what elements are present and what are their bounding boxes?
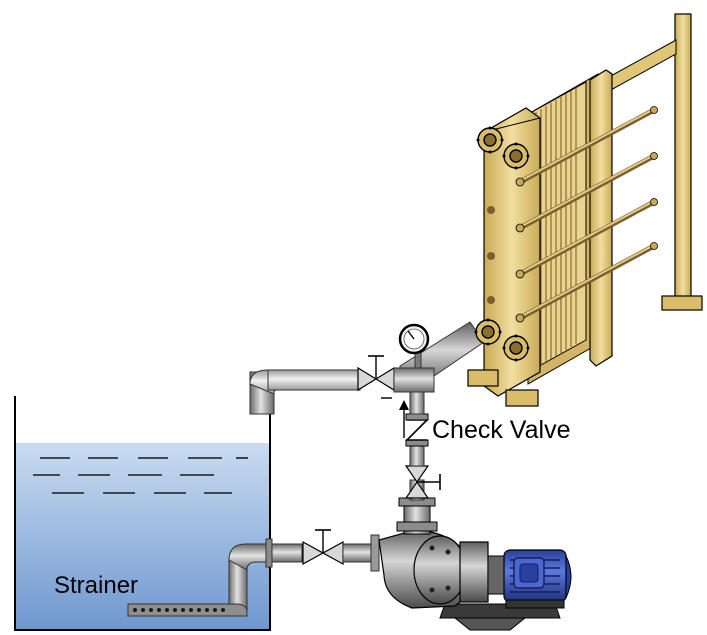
tank-water: [15, 443, 270, 630]
tee-fitting: [393, 321, 485, 393]
tank: [14, 396, 271, 631]
gate-valve-icon: [357, 355, 395, 392]
strainer-icon: [127, 603, 248, 617]
suction-line: [127, 529, 380, 617]
discharge-riser: [381, 391, 441, 501]
gate-valve-icon: [302, 529, 344, 566]
check-valve-icon: [405, 413, 429, 447]
gate-valve-icon: [404, 465, 441, 499]
check-valve-label: Check Valve: [432, 416, 571, 444]
strainer-label: Strainer: [54, 572, 139, 599]
electric-motor-icon: [487, 549, 572, 609]
tank-walls: [14, 396, 271, 631]
return-line: [249, 355, 395, 415]
water-surface-lines: [33, 457, 248, 494]
pressure-gauge-icon: [398, 323, 430, 355]
plate-heat-exchanger-icon: [467, 13, 703, 407]
